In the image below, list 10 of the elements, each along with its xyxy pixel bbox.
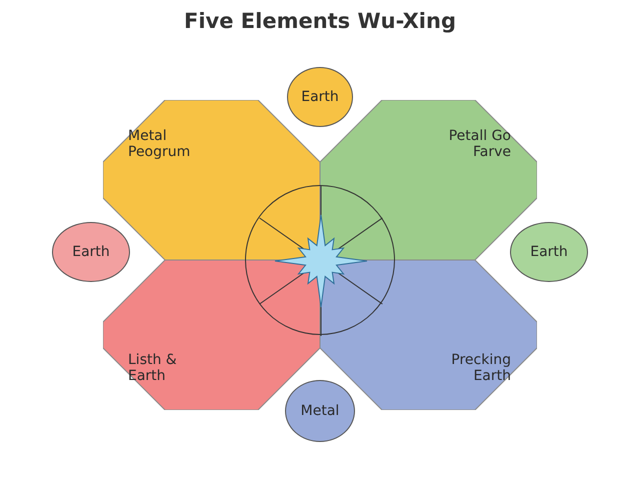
node-label: Listh & Earth: [128, 352, 178, 384]
node-label: Earth: [530, 242, 568, 262]
node-label: Metal: [300, 402, 340, 420]
node-label: Earth: [72, 242, 110, 262]
node-label: Earth: [301, 88, 339, 106]
node-label: Petall Go Farve: [448, 128, 511, 160]
node-label: Precking Earth: [450, 352, 511, 384]
circle-node: [285, 380, 355, 442]
node-label: Metal Peogrum: [128, 128, 192, 160]
diagram-title: Five Elements Wu-Xing: [184, 8, 456, 35]
